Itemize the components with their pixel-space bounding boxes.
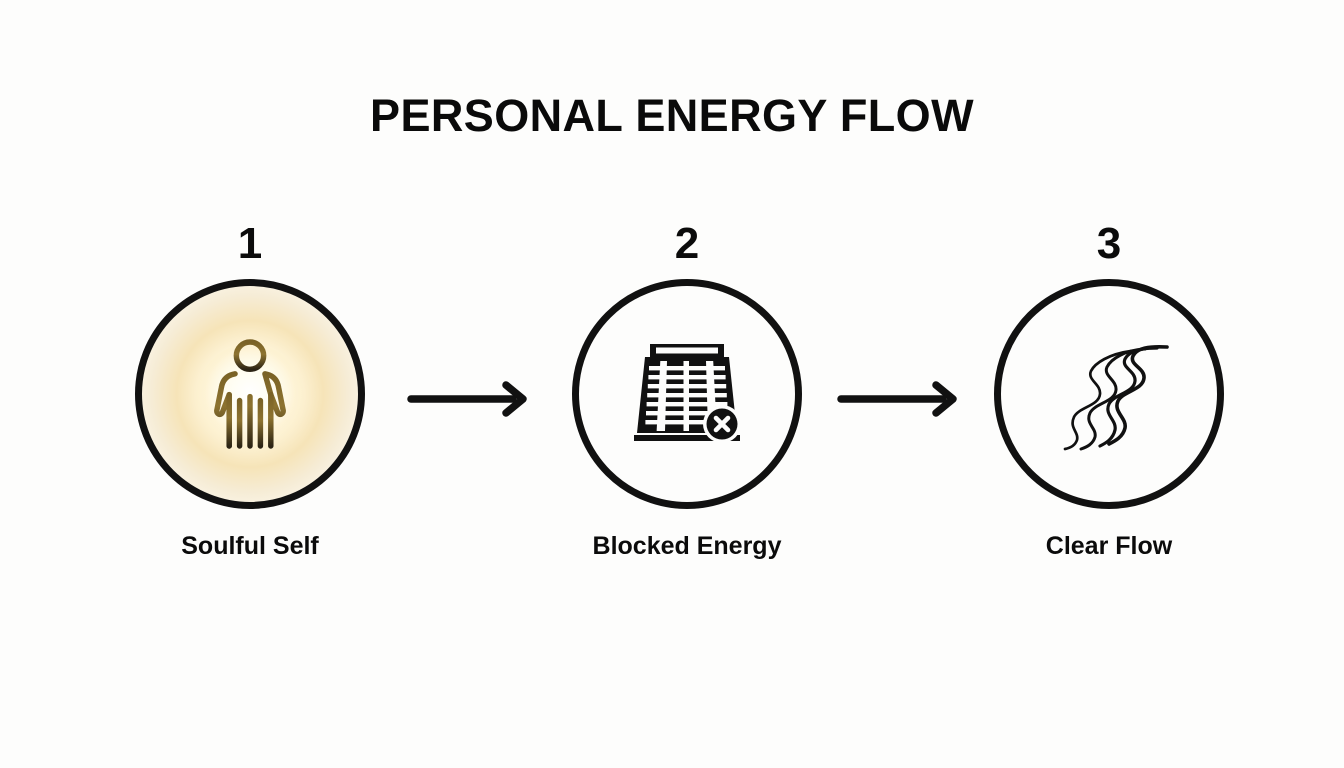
flowing-water-icon [1063, 344, 1169, 451]
page-title: PERSONAL ENERGY FLOW [370, 90, 974, 141]
step-label-2: Blocked Energy [592, 532, 782, 560]
arrow-1-icon [407, 381, 527, 417]
step-number-1: 1 [237, 219, 263, 268]
arrow-2-icon [837, 381, 957, 417]
step-soulful-self[interactable]: 1 [100, 222, 400, 602]
step-circle-3[interactable] [994, 279, 1224, 509]
step-circle-2[interactable] [572, 279, 802, 509]
step-number-3: 3 [1096, 219, 1122, 268]
step-label-1: Soulful Self [181, 532, 319, 560]
blocked-building-icon [634, 344, 741, 443]
blocked-x-badge [703, 405, 741, 443]
person-glow-icon [214, 339, 286, 449]
step-clear-flow[interactable]: 3 Clear Flow [959, 222, 1259, 602]
step-blocked-energy[interactable]: 2 [537, 222, 837, 602]
step-label-3: Clear Flow [1045, 532, 1173, 560]
step-number-2: 2 [674, 219, 700, 268]
steps-row: 1 [0, 222, 1344, 602]
step-circle-1[interactable] [135, 279, 365, 509]
